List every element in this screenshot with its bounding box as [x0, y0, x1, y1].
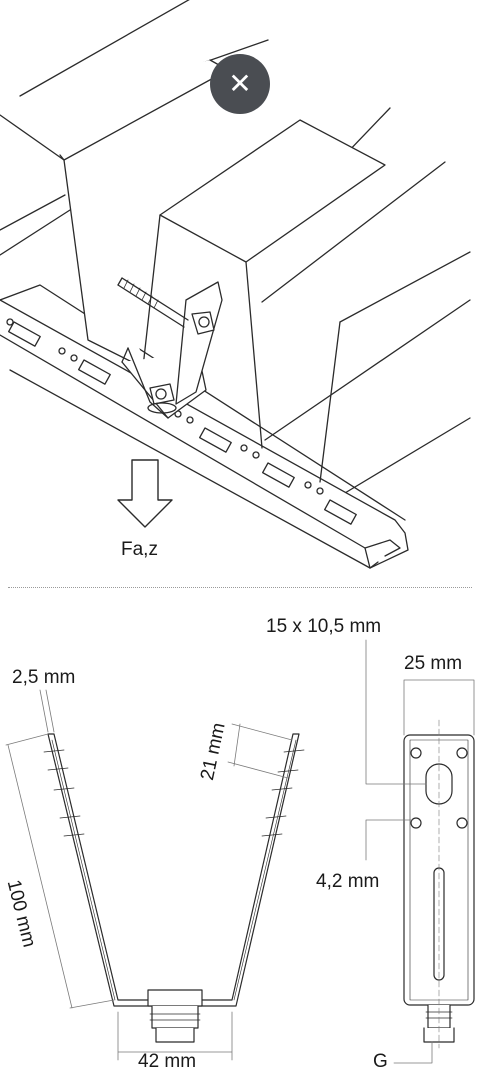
close-button[interactable]: ✕ [210, 54, 270, 114]
force-label: Fa,z [121, 539, 158, 560]
rail-slot [324, 499, 357, 525]
thread-label: G [373, 1051, 388, 1072]
hole-diameter-label: 4,2 mm [316, 871, 380, 892]
close-icon: ✕ [228, 67, 252, 100]
bracket-front-view [43, 733, 305, 1043]
rail-slot [262, 462, 295, 488]
v-bracket [117, 277, 223, 419]
rail-slot [78, 359, 111, 385]
insulation-block-right [319, 251, 471, 483]
front-dimensions [5, 689, 293, 1061]
insulation-block-middle [141, 119, 386, 449]
force-arrow-icon [117, 459, 173, 528]
strut-rail [0, 284, 409, 569]
rail-slot [8, 321, 41, 347]
side-dimensions [365, 639, 475, 1064]
dimension-drawing [5, 639, 475, 1064]
installation-drawing [0, 0, 471, 569]
rail-slot [199, 427, 232, 453]
plate-width-label: 25 mm [404, 653, 463, 674]
section-divider [8, 587, 472, 588]
plate-side-view [403, 719, 475, 1049]
slot-size-label: 15 x 10,5 mm [266, 616, 382, 637]
base-width-label: 42 mm [138, 1051, 197, 1072]
thickness-label: 2,5 mm [12, 667, 76, 688]
